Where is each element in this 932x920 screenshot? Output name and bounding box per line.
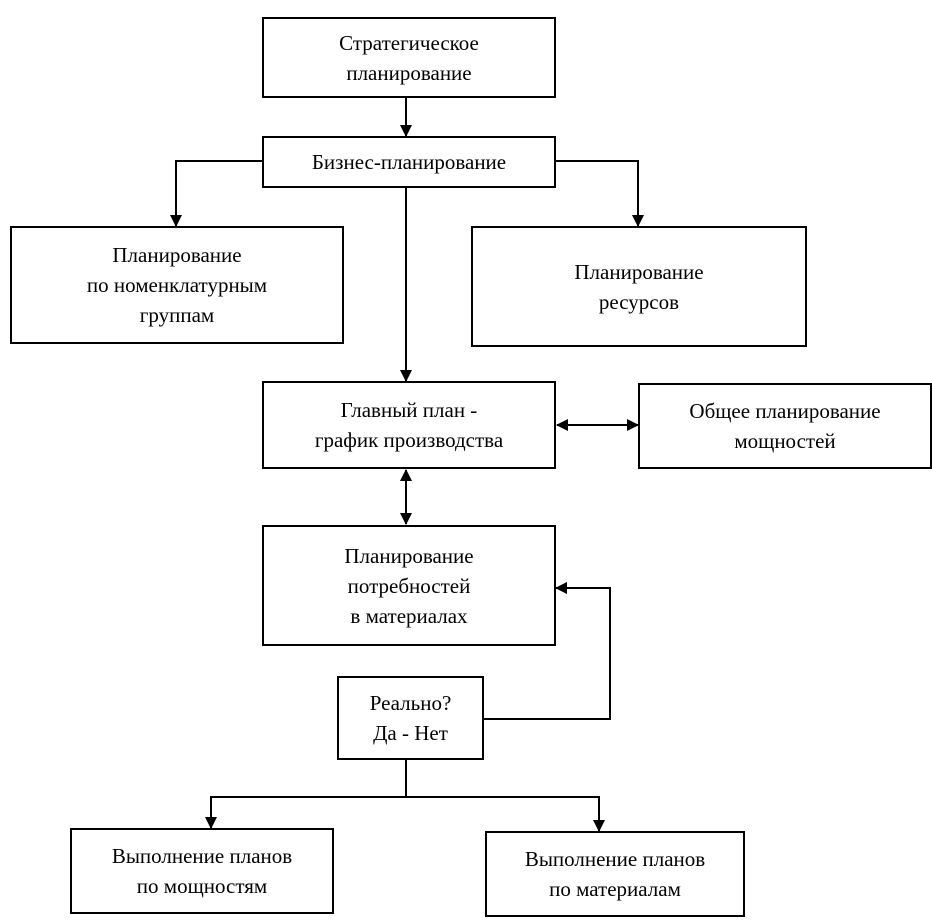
node-exec-materials: Выполнение планов по материалам: [485, 831, 745, 917]
node-decision: Реально? Да - Нет: [337, 676, 484, 760]
node-resource-planning: Планирование ресурсов: [471, 226, 807, 347]
node-master-schedule: Главный план - график производства: [262, 381, 556, 469]
node-label: Стратегическое планирование: [339, 30, 479, 85]
node-label: Главный план - график производства: [314, 398, 504, 452]
node-label: Выполнение планов по мощностям: [111, 844, 293, 898]
arrow-decision-to-exec-materials: [406, 796, 605, 832]
node-label: Планирование по номенклатурным группам: [86, 243, 268, 327]
node-capacity-planning: Общее планирование мощностей: [638, 383, 932, 469]
node-label: Бизнес-планирование: [311, 150, 507, 174]
node-material-requirements: Планирование потребностей в материалах: [262, 525, 556, 646]
node-nomenclature-planning: Планирование по номенклатурным группам: [10, 226, 344, 344]
node-strategic-planning: Стратегическое планирование: [262, 17, 556, 98]
arrow-decision-to-materials: [484, 582, 611, 720]
node-exec-capacity: Выполнение планов по мощностям: [70, 828, 334, 914]
node-business-planning: Бизнес-планирование: [262, 136, 556, 188]
node-label: Реально? Да - Нет: [369, 691, 452, 745]
arrow-decision-to-exec-capacity: [205, 796, 406, 829]
node-label: Выполнение планов по материалам: [524, 847, 706, 901]
node-label: Общее планирование мощностей: [689, 399, 881, 453]
arrow-business-to-resources: [555, 160, 644, 227]
node-label: Планирование ресурсов: [574, 259, 704, 314]
node-label: Планирование потребностей в материалах: [344, 543, 474, 628]
arrow-business-to-nomenclature: [170, 160, 262, 227]
